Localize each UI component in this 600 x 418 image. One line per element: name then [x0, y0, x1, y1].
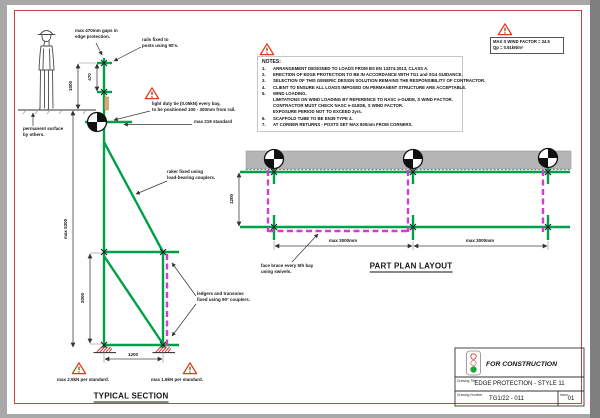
load-label-right: max 1.6kN per standard.	[151, 377, 204, 382]
raker-tube	[102, 141, 165, 253]
dim-label-max-5300: max 5300	[63, 218, 69, 240]
face-brace-dashed-lines	[165, 170, 545, 348]
dim-label-1000: 1000	[68, 80, 74, 92]
issue-label: Issue	[560, 392, 569, 397]
survey-target-icon	[402, 148, 424, 170]
tie-target-icon	[86, 111, 108, 133]
leader-lines	[30, 42, 319, 337]
coupler-marks	[100, 59, 552, 349]
note-number: 4.	[262, 84, 266, 90]
part-plan-title: PART PLAN LAYOUT	[369, 261, 453, 273]
drawing-title: EDGE PROTECTION - STYLE 11	[474, 381, 565, 387]
warning-triangle-icon	[259, 43, 275, 56]
note-row: LIMITATIONS ON WIND LOADING BY REFERENCE…	[262, 97, 462, 103]
note-row: 7. AT CORNER RETURNS - POSTS SET MAX 800m…	[262, 122, 462, 128]
note-text: AT CORNER RETURNS - POSTS SET MAX 800mm …	[273, 121, 413, 127]
annotation-light-duty-tie: light duty tie (0.05kN) every bay, to be…	[152, 101, 236, 112]
window-edge	[590, 0, 600, 418]
note-text: SELECTION OF THIS GENERIC DESIGN SOLUTIO…	[273, 78, 486, 84]
wind-factor-box: MAX S WIND FACTOR = 34.5 Qp = 0.91kN/m²	[490, 37, 564, 54]
note-number: 5.	[262, 90, 266, 96]
note-row: 6. SCAFFOLD TUBE TO BE EN39 TYPE 4.	[262, 116, 462, 122]
note-number: 6.	[262, 115, 266, 121]
load-label-left: max 2.5kN per standard.	[57, 377, 110, 382]
survey-target-icon	[263, 148, 285, 170]
permanent-surface-line	[18, 109, 96, 115]
warning-triangle-icon	[182, 362, 198, 375]
drawing-number: TG1/22 - 011	[489, 396, 524, 402]
note-row: 2. ERECTION OF EDGE PROTECTION TO BE IN A…	[262, 72, 463, 78]
note-number: 1.	[262, 66, 266, 71]
note-text: ERECTION OF EDGE PROTECTION TO BE IN ACC…	[273, 72, 463, 78]
note-row: 5. WIND LOADING.	[262, 91, 462, 97]
annotation-max-standard: max 219 standard	[194, 119, 233, 124]
notes-heading: NOTES:	[262, 59, 281, 65]
warning-triangle-icon	[71, 362, 87, 375]
sheet-border	[14, 10, 582, 404]
note-number: 2.	[262, 72, 266, 78]
dim-label-bay-1: max 3000mm	[328, 238, 358, 244]
wind-factor-line1: MAX S WIND FACTOR = 34.5	[493, 39, 550, 44]
note-row: 4. CLIENT TO ENSURE ALL LOADS IMPOSED ON …	[262, 84, 466, 91]
note-number: 7.	[262, 121, 266, 127]
note-row: EXPOSURE PERIOD NOT TO EXCEED 2yrs.	[262, 109, 462, 115]
note-text: CONTRACTOR MUST CHECK NASC e-GUIDE, S WI…	[273, 103, 404, 109]
annotation-max-gaps: max 470mm gaps in edge protection.	[75, 28, 118, 39]
worker-figure	[37, 30, 56, 111]
dim-label-470: 470	[87, 73, 93, 81]
warning-triangle-icon	[144, 87, 160, 100]
note-number: 3.	[262, 78, 266, 84]
note-text: ARRANGEMENT DESIGNED TO LOADS FROM BS EN…	[273, 66, 429, 71]
scaffold-tubes-section	[85, 58, 179, 348]
note-text: LIMITATIONS ON WIND LOADING BY REFERENCE…	[273, 97, 453, 103]
note-text: EXPOSURE PERIOD NOT TO EXCEED 2yrs.	[273, 109, 362, 115]
dim-label-bay-2: max 3000mm	[465, 238, 495, 244]
drawing-number-label: Drawing Number	[457, 392, 483, 397]
scaffold-tubes-plan	[240, 162, 570, 240]
note-row: 1. ARRANGEMENT DESIGNED TO LOADS FROM BS …	[262, 66, 462, 72]
annotation-raker: raker fixed using load-bearing couplers.	[167, 169, 216, 180]
warning-triangle-icon	[497, 23, 513, 36]
tie-fitting	[104, 96, 109, 111]
note-text: SCAFFOLD TUBE TO BE EN39 TYPE 4.	[273, 115, 353, 121]
dim-label-1200-plan: 1200	[229, 193, 235, 205]
dim-label-2000: 2000	[80, 292, 86, 304]
note-text: CLIENT TO ENSURE ALL LOADS IMPOSED ON PE…	[273, 84, 467, 90]
traffic-light-icon	[466, 350, 481, 376]
status-label: FOR CONSTRUCTION	[486, 361, 557, 368]
note-row: 3. SELECTION OF THIS GENERIC DESIGN SOLUT…	[262, 78, 485, 84]
note-text: WIND LOADING.	[273, 90, 307, 96]
dimension-extension-lines	[79, 62, 549, 363]
notes-panel: NOTES: 1. ARRANGEMENT DESIGNED TO LOADS F…	[257, 56, 485, 132]
survey-target-icon	[537, 147, 559, 169]
note-row: CONTRACTOR MUST CHECK NASC e-GUIDE, S WI…	[262, 103, 462, 109]
dimension-lines	[70, 63, 548, 362]
annotation-permanent-surface: permanent surface by others.	[23, 126, 64, 137]
wind-factor-line2: Qp = 0.91kN/m²	[493, 45, 524, 50]
drawing-title-label: Drawing Title	[457, 378, 477, 383]
issue-number: 01	[567, 396, 575, 402]
typical-section-title: TYPICAL SECTION	[93, 391, 169, 403]
dim-label-1200-section: 1200	[127, 352, 139, 358]
annotation-rails-fixed: rails fixed to posts using 90's.	[142, 37, 179, 48]
annotation-ledgers: ledgers and transoms fixed using 90° cou…	[197, 291, 251, 302]
annotation-face-brace: face brace every 5th bay using swivels.	[261, 263, 314, 274]
title-block-grid	[454, 347, 585, 407]
